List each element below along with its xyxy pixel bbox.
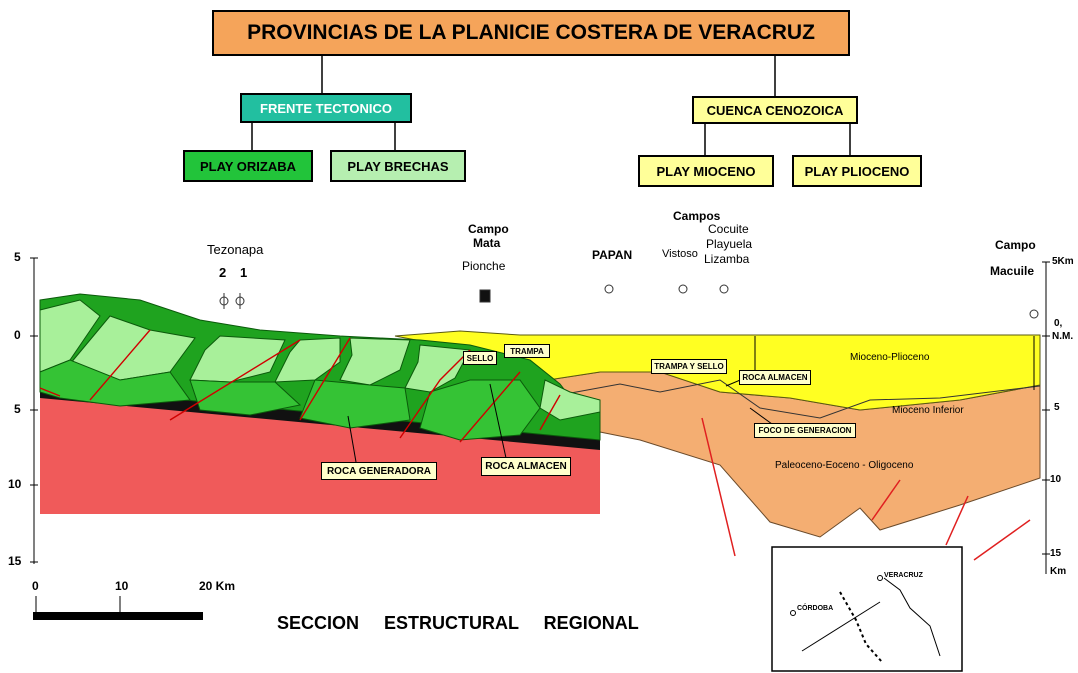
thrust-sheets xyxy=(39,299,601,421)
play-plioceno-box: PLAY PLIOCENO xyxy=(792,155,922,187)
right-tick-0: 0, xyxy=(1054,318,1063,329)
left-tick-0: 0 xyxy=(14,328,21,342)
callout-roca-almacen-2: ROCA ALMACEN xyxy=(481,457,571,476)
right-tick-5: 5 xyxy=(1054,402,1060,413)
scale-ten: 10 xyxy=(115,579,129,593)
label-campo-mata-2: Mata xyxy=(473,236,501,250)
label-playuela: Playuela xyxy=(706,237,753,251)
thrust-sheets-mid xyxy=(39,359,541,441)
unit-mioceno-inferior: Mioceno Inferior xyxy=(892,405,964,416)
label-tezonapa: Tezonapa xyxy=(207,242,264,257)
right-tick-15: 15 xyxy=(1050,548,1062,559)
label-campo-mata-1: Campo xyxy=(468,222,509,236)
label-campo-macuile-2: Macuile xyxy=(990,264,1035,278)
basement-unit xyxy=(40,392,600,514)
thrust-faults xyxy=(39,329,561,443)
label-vistoso: Vistoso xyxy=(662,248,698,260)
scale-zero: 0 xyxy=(32,579,39,593)
section-caption: SECCION ESTRUCTURAL REGIONAL xyxy=(277,613,639,633)
left-tick-10: 10 xyxy=(8,477,22,491)
label-campo-mata-3: Pionche xyxy=(462,259,506,273)
play-orizaba-box: PLAY ORIZABA xyxy=(183,150,313,182)
scale-twenty: 20 Km xyxy=(199,579,236,593)
play-brechas-box: PLAY BRECHAS xyxy=(330,150,466,182)
diagram-title: PROVINCIAS DE LA PLANICIE COSTERA DE VER… xyxy=(212,10,850,56)
hierarchy-connectors xyxy=(251,56,851,155)
callout-foco-generacion: FOCO DE GENERACION xyxy=(754,423,856,438)
right-depth-axis xyxy=(1042,261,1050,574)
left-tick-5: 5 xyxy=(14,402,21,416)
inset-label-veracruz: VERACRUZ xyxy=(884,572,923,579)
label-campos: Campos xyxy=(673,209,721,223)
right-tick-5km: 5Km xyxy=(1052,256,1074,267)
label-cocuite: Cocuite xyxy=(708,222,749,236)
basin-faults xyxy=(701,417,1031,561)
play-mioceno-box: PLAY MIOCENO xyxy=(638,155,774,187)
mioceno-inferior-boundary xyxy=(559,379,1041,419)
right-tick-10: 10 xyxy=(1050,474,1062,485)
callout-roca-generadora: ROCA GENERADORA xyxy=(321,462,437,480)
label-well-1: 1 xyxy=(240,265,248,280)
left-tick-15: 15 xyxy=(8,554,22,568)
callout-trampa-y-sello: TRAMPA Y SELLO xyxy=(651,359,727,374)
label-well-2: 2 xyxy=(219,265,227,280)
label-campo-macuile-1: Campo xyxy=(995,238,1036,252)
well-symbols xyxy=(219,284,1039,319)
callout-sello: SELLO xyxy=(463,351,497,365)
frente-tectonico-box: FRENTE TECTONICO xyxy=(240,93,412,123)
label-lizamba: Lizamba xyxy=(704,252,750,266)
unit-mioceno-plioceno: Mioceno-Plioceno xyxy=(850,352,930,363)
cuenca-cenozoica-box: CUENCA CENOZOICA xyxy=(692,96,858,124)
inset-map xyxy=(771,546,963,672)
inset-label-cordoba: CÓRDOBA xyxy=(797,605,834,612)
scale-bar xyxy=(33,596,203,620)
label-papan: PAPAN xyxy=(592,248,633,262)
right-tick-km: Km xyxy=(1050,566,1067,577)
callout-roca-almacen-1: ROCA ALMACEN xyxy=(739,370,811,385)
right-tick-nm: N.M. xyxy=(1052,331,1074,342)
left-tick-5-top: 5 xyxy=(14,250,21,264)
unit-paleoceno: Paleoceno-Eoceno - Oligoceno xyxy=(775,460,914,471)
callout-trampa: TRAMPA xyxy=(504,344,550,358)
left-depth-axis xyxy=(30,257,38,564)
